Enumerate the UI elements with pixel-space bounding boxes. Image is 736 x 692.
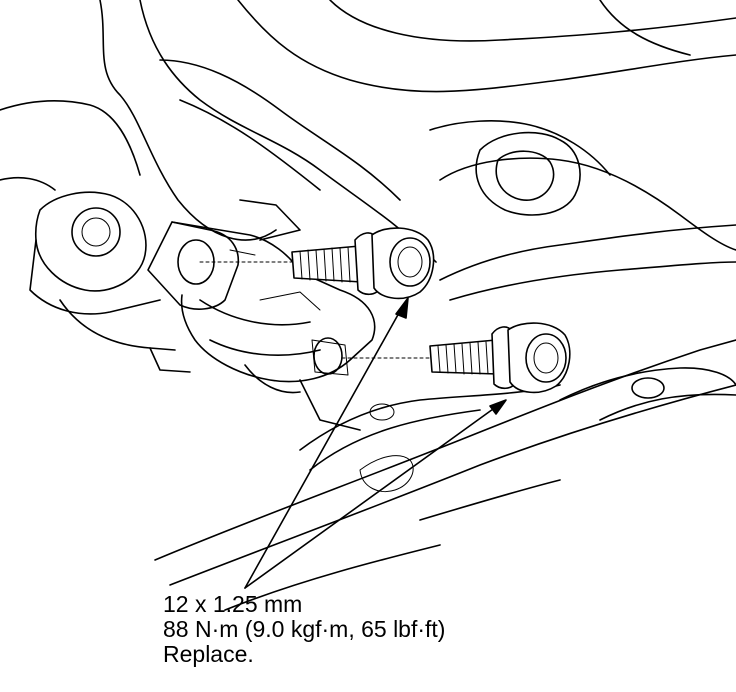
torque-spec-label: 88 N·m (9.0 kgf·m, 65 lbf·ft) (163, 616, 446, 642)
mount-body (147, 199, 376, 431)
bolt-spec-callout: 12 x 1.25 mm 88 N·m (9.0 kgf·m, 65 lbf·f… (163, 592, 445, 667)
lower-bolt (341, 322, 571, 394)
replace-note: Replace. (163, 641, 254, 667)
left-bracket (29, 191, 191, 373)
bolt-size-label: 12 x 1.25 mm (163, 591, 303, 617)
upper-bolt (199, 227, 435, 300)
lower-frame (154, 339, 736, 611)
callout-leaders (244, 297, 507, 589)
upper-housing (0, 0, 736, 301)
